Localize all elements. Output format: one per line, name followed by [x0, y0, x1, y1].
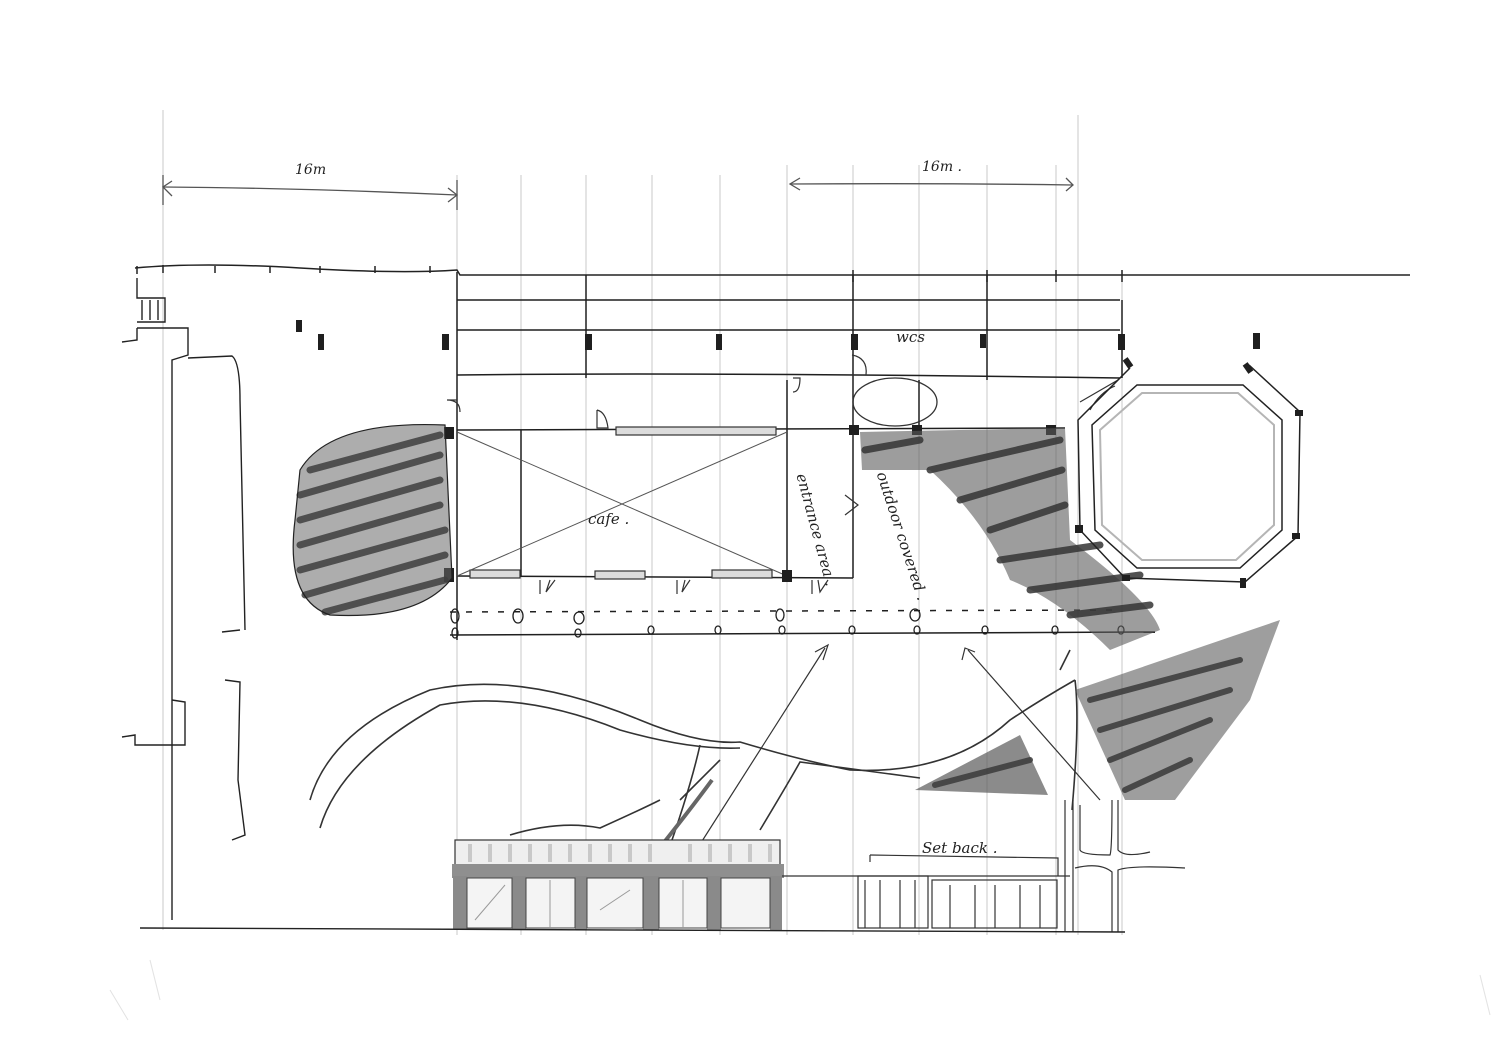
hatched-planting-left: [292, 423, 453, 617]
dimension-label-left: 16m: [295, 162, 327, 178]
view-arrows: [689, 643, 1101, 861]
street-elevation: [139, 799, 1186, 933]
dimension-label-right: 16m .: [922, 159, 962, 175]
wcs-label: wcs: [896, 328, 925, 346]
pavilion-posts: [1075, 357, 1303, 588]
site-boundary-top: [134, 264, 1410, 282]
building-plan-frame: [449, 272, 1156, 640]
hatched-planting-lower: [915, 620, 1280, 800]
cafe-label: cafe .: [588, 510, 630, 528]
hatched-planting-right: [860, 428, 1160, 650]
dimension-lines: [161, 175, 1074, 210]
neighbour-building-outline: [121, 278, 246, 920]
door-swings: [446, 354, 1119, 594]
octagonal-pavilion: [1077, 364, 1301, 583]
terrace-ellipse: [852, 377, 938, 427]
cafe-glazing: [469, 426, 777, 580]
set-back-label: Set back .: [922, 839, 998, 857]
landscape-path: [309, 649, 1078, 862]
cafe-cross-lines: [456, 431, 788, 577]
bollard-markers: [450, 608, 1125, 639]
paper-edge-marks: [109, 959, 1491, 1021]
